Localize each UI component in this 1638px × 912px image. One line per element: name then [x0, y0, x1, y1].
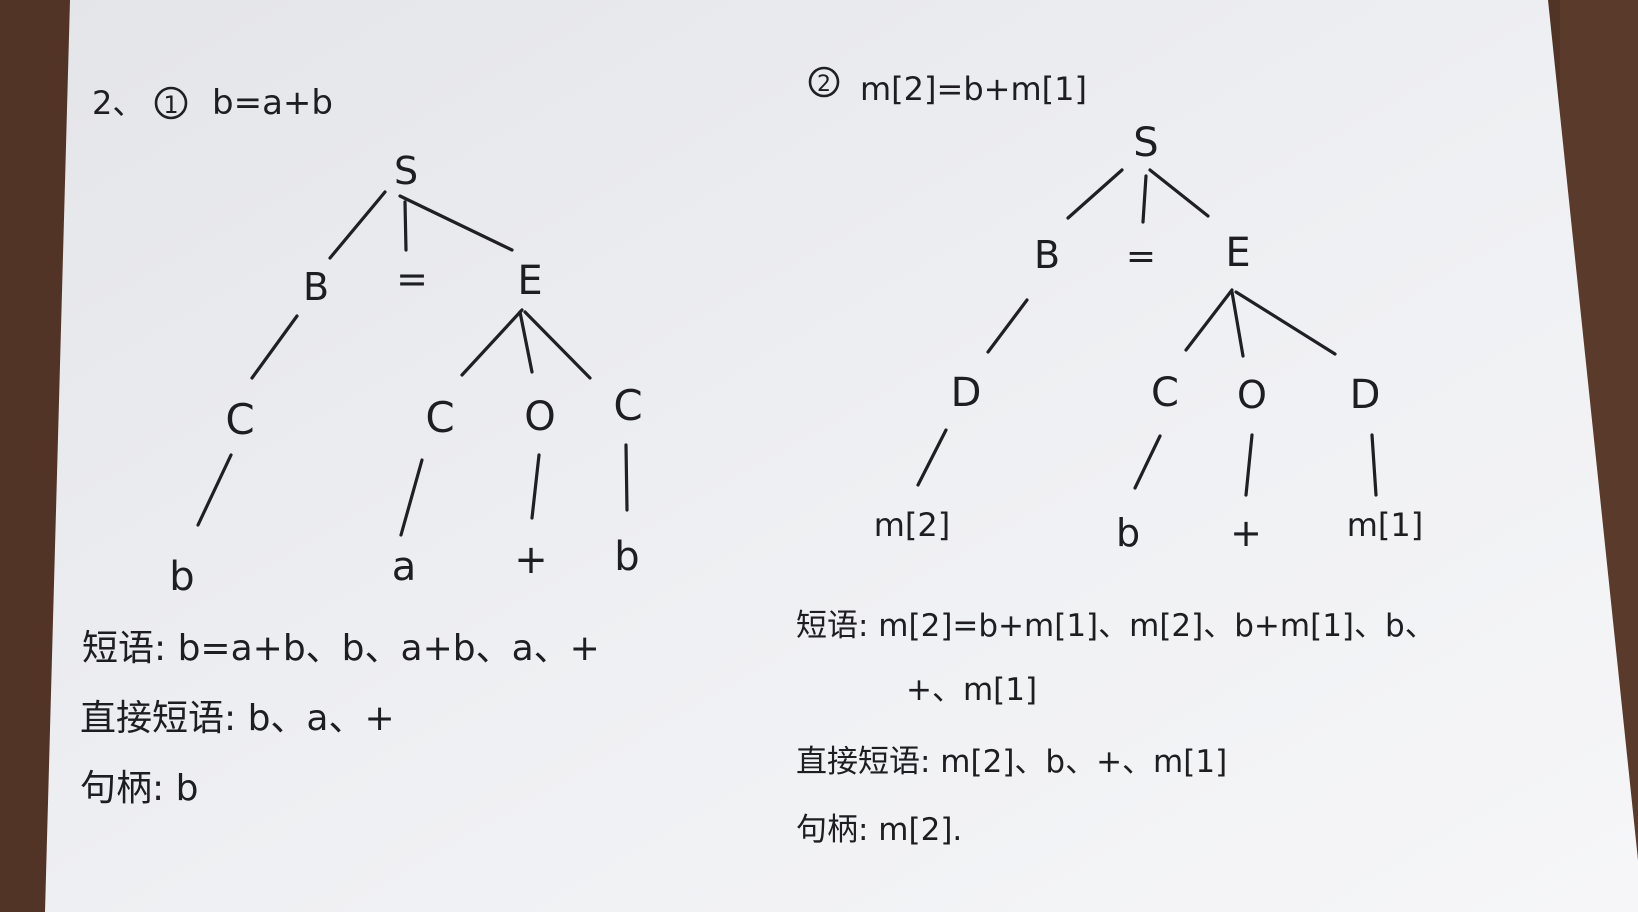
left-tree-node-E: E — [517, 258, 542, 304]
right-handle-line: 句柄: m[2]. — [796, 812, 962, 848]
right-tree-node-D2: D — [1350, 372, 1381, 418]
right-tree-root: S — [1133, 120, 1158, 166]
right-circled-number: 2 — [817, 72, 831, 97]
right-circled-number-ring — [808, 66, 840, 98]
paper-sheet — [45, 0, 1638, 912]
right-tree-node-E: E — [1225, 230, 1250, 276]
left-tree-leaf-plus: + — [514, 537, 548, 583]
left-tree-node-C1: C — [225, 395, 254, 444]
left-tree-leaf-b: b — [169, 554, 194, 600]
right-sentence: m[2]=b+m[1] — [860, 70, 1087, 108]
right-phrases-line-1: 短语: m[2]=b+m[1]、m[2]、b+m[1]、b、 — [796, 608, 1436, 644]
right-tree-leaf-m1: m[1] — [1347, 506, 1424, 544]
left-tree-node-O: O — [524, 394, 555, 440]
left-circled-number-ring — [154, 86, 188, 120]
left-tree-root: S — [394, 149, 418, 193]
left-sentence: b=a+b — [212, 83, 333, 123]
right-panel: 2 m[2]=b+m[1] S B = E D C O D m[2] b + m… — [796, 66, 1436, 848]
right-tree-node-O: O — [1237, 373, 1267, 417]
right-tree-node-B: B — [1034, 233, 1060, 277]
left-tree-node-C2: C — [425, 393, 454, 442]
left-panel: 2、 1 b=a+b S B = E C C O C b a + b — [80, 83, 643, 809]
left-tree-node-equals: = — [396, 257, 428, 301]
left-direct-phrases-line: 直接短语: b、a、+ — [80, 698, 395, 739]
left-tree-leaf-b2: b — [614, 534, 639, 580]
right-tree-leaf-m2: m[2] — [874, 506, 951, 544]
left-phrases-line: 短语: b=a+b、b、a+b、a、+ — [82, 628, 600, 669]
left-problem-number: 2、 — [92, 84, 144, 122]
right-tree-edges — [916, 168, 1378, 497]
left-tree-edges — [196, 190, 629, 537]
right-tree-node-D1: D — [951, 370, 982, 416]
left-handle-line: 句柄: b — [80, 768, 198, 809]
left-circled-number: 1 — [163, 91, 178, 119]
right-tree-node-C: C — [1151, 370, 1179, 416]
left-tree-node-B: B — [303, 265, 329, 309]
right-tree-leaf-b: b — [1116, 511, 1140, 555]
right-tree-leaf-plus: + — [1230, 511, 1262, 555]
right-tree-node-equals: = — [1126, 236, 1156, 277]
right-direct-phrases-line: 直接短语: m[2]、b、+、m[1] — [796, 744, 1227, 780]
left-tree-leaf-a: a — [392, 544, 417, 590]
right-phrases-line-2: +、m[1] — [906, 672, 1037, 708]
left-tree-node-C3: C — [613, 381, 642, 430]
